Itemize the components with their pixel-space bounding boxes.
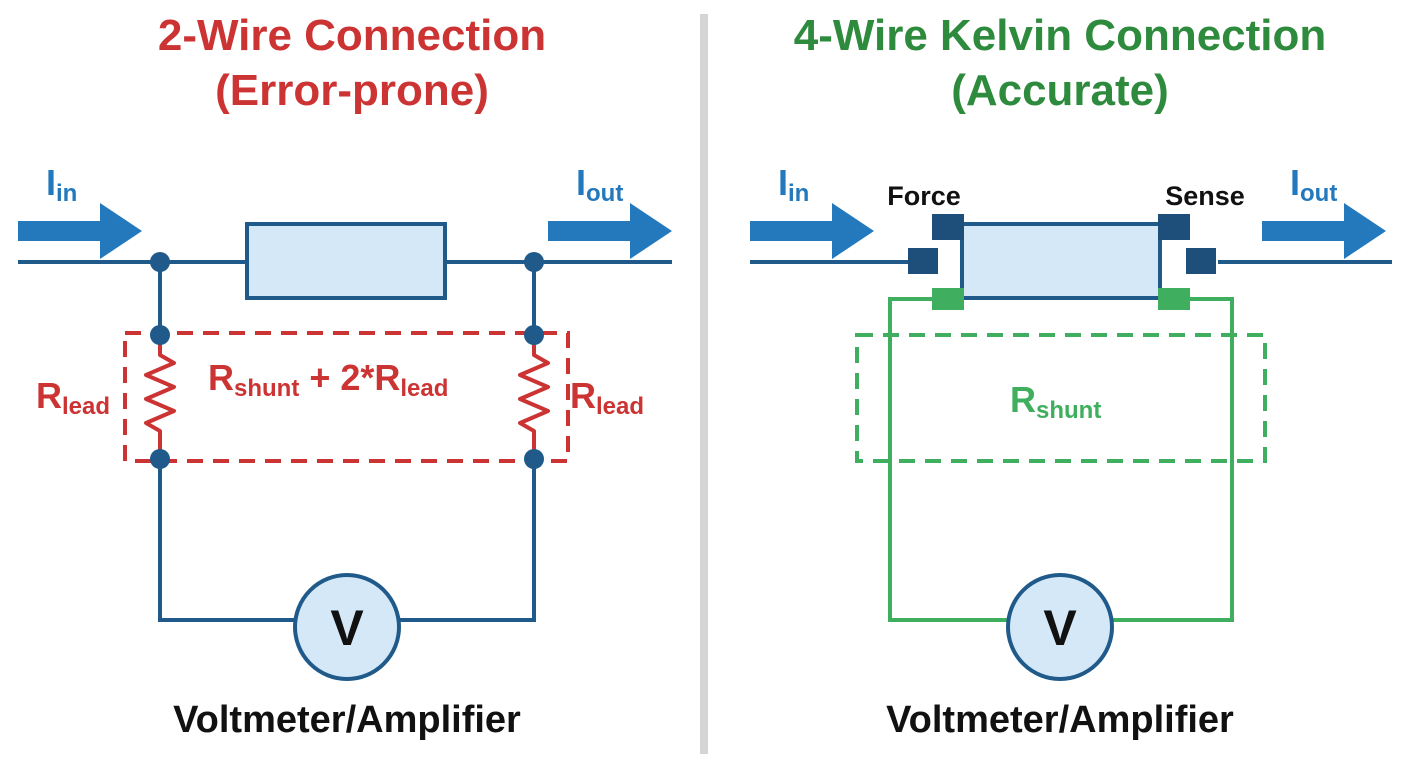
left-panel: 2-Wire Connection (Error-prone) Iin Iout (18, 11, 672, 741)
right-measured-region-box (855, 333, 1267, 463)
left-current-out-label: Iout (576, 162, 623, 207)
right-current-out-label: Iout (1290, 162, 1337, 207)
right-voltmeter (1006, 573, 1114, 681)
left-junction-dot (524, 325, 544, 345)
left-meter-loop (158, 459, 536, 622)
force-pad-left-upper (932, 214, 964, 240)
right-panel: 4-Wire Kelvin Connection (Accurate) Iin … (750, 11, 1392, 741)
right-current-in-label: Iin (778, 162, 809, 207)
sense-label: Sense (1165, 181, 1245, 211)
left-current-out-arrow (548, 203, 672, 259)
left-junction-dot (150, 449, 170, 469)
left-lead-label-right: Rlead (570, 375, 644, 420)
force-pad-right-upper (1158, 214, 1190, 240)
sense-pad-left (932, 288, 964, 310)
left-junction-dot (150, 325, 170, 345)
left-voltmeter-symbol: V (330, 600, 364, 656)
right-current-in-arrow (750, 203, 874, 259)
left-shunt-resistor (245, 222, 447, 300)
right-sense-loop (888, 297, 1234, 622)
right-voltmeter-symbol: V (1043, 600, 1077, 656)
left-junction-dot (524, 252, 544, 272)
force-pad-left-lower (908, 248, 938, 274)
left-measured-region-box (123, 331, 570, 463)
force-pad-right-lower (1186, 248, 1216, 274)
left-title-line1: 2-Wire Connection (158, 11, 546, 60)
left-lead-resistor-left (144, 335, 176, 459)
left-current-in-label: Iin (46, 162, 77, 207)
right-current-out-arrow (1262, 203, 1386, 259)
left-junction-dot (150, 252, 170, 272)
panel-divider (700, 14, 708, 754)
left-title-line2: (Error-prone) (215, 66, 489, 115)
right-title-line2: (Accurate) (951, 66, 1169, 115)
right-title-line1: 4-Wire Kelvin Connection (794, 11, 1327, 60)
left-voltmeter (293, 573, 401, 681)
left-junction-dot (524, 449, 544, 469)
right-shunt-resistor (960, 222, 1162, 300)
left-lead-label-left: Rlead (36, 375, 110, 420)
right-meter-caption: Voltmeter/Amplifier (886, 699, 1234, 741)
left-current-in-arrow (18, 203, 142, 259)
left-meter-caption: Voltmeter/Amplifier (173, 699, 521, 741)
left-lead-resistor-right (518, 335, 550, 459)
sense-pad-right (1158, 288, 1190, 310)
right-measured-label: Rshunt (1010, 379, 1101, 424)
left-measured-label: Rshunt + 2*Rlead (208, 357, 448, 402)
force-label: Force (887, 181, 961, 211)
